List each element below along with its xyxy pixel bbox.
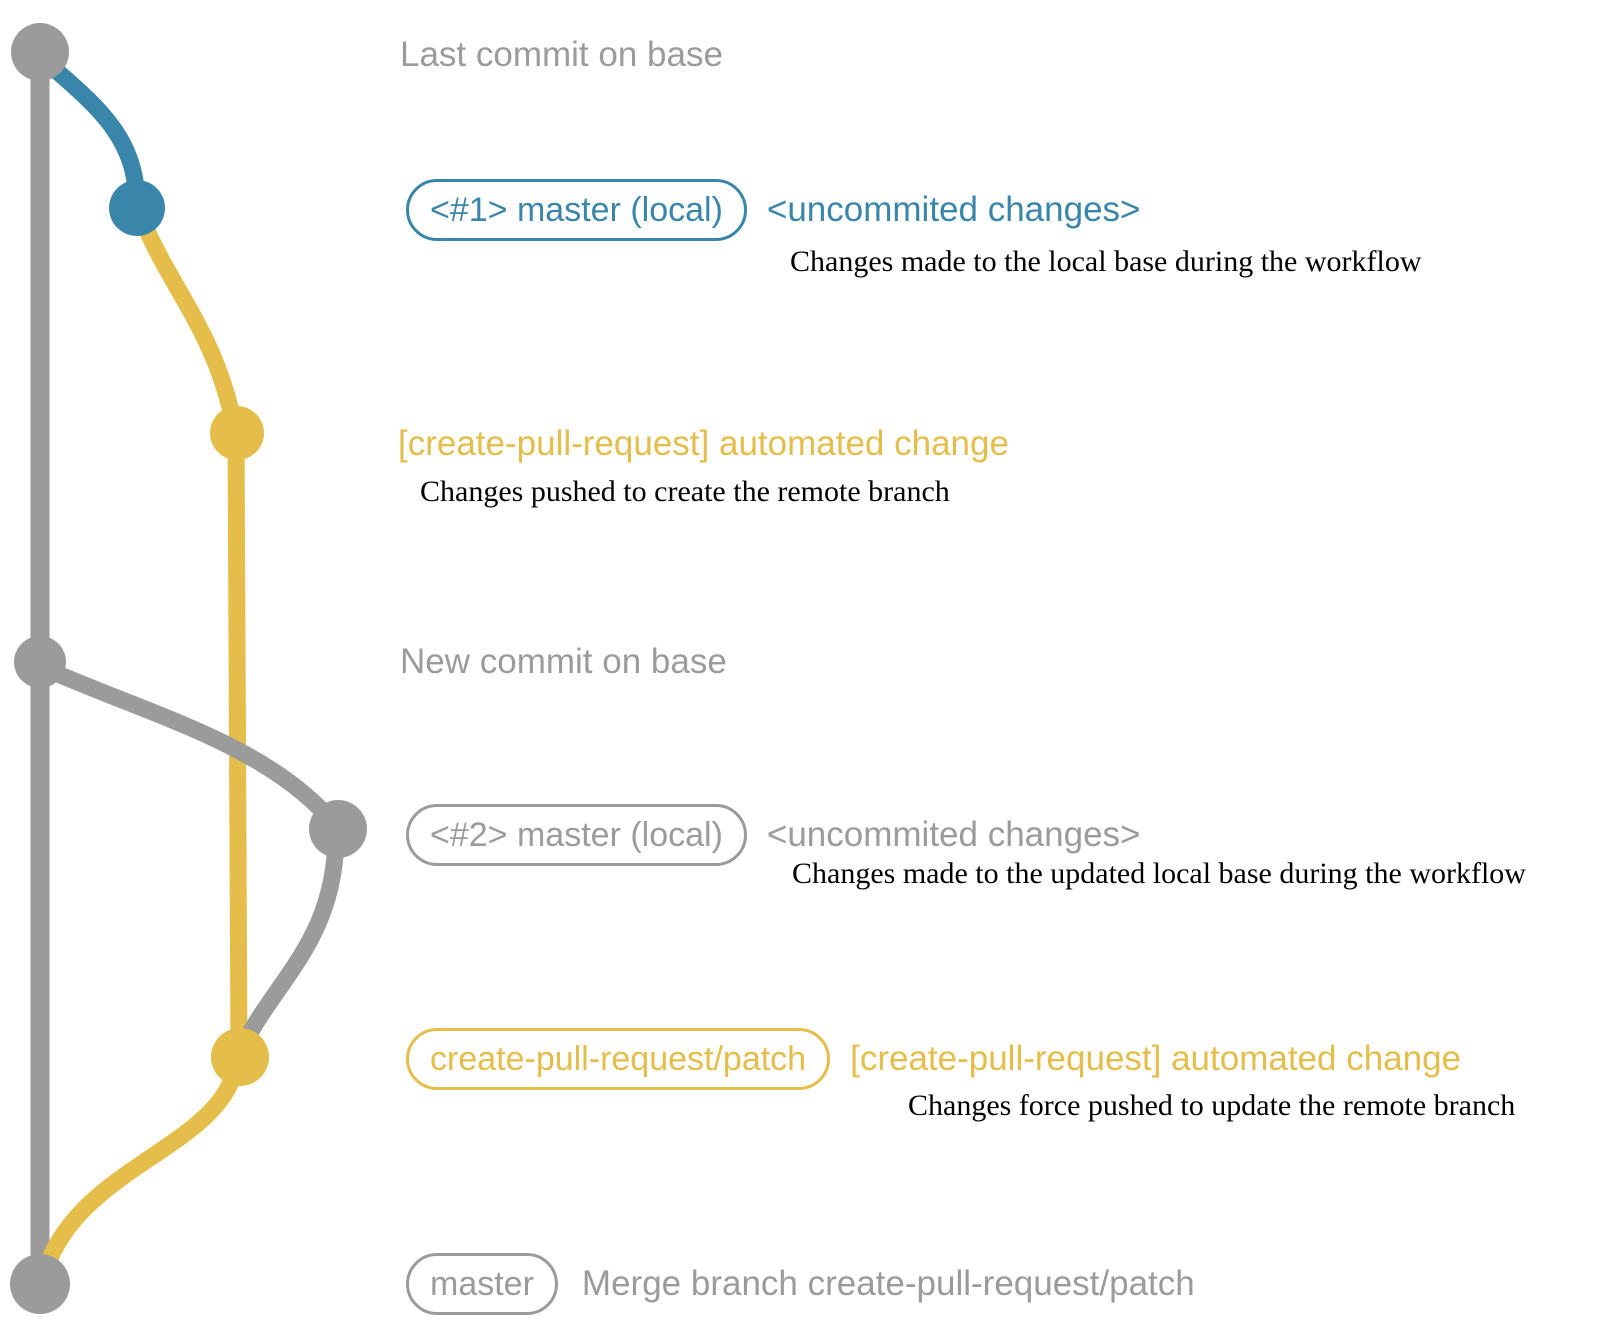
desc-updated-local-base-changes: Changes made to the updated local base d… bbox=[792, 857, 1526, 890]
desc-force-pushed-update-remote: Changes force pushed to update the remot… bbox=[908, 1089, 1516, 1122]
heading-automated-change-2: [create-pull-request] automated change bbox=[850, 1038, 1462, 1078]
edge-merge bbox=[33, 1052, 246, 1291]
heading-automated-change-1: [create-pull-request] automated change bbox=[398, 424, 1009, 463]
edge-local-1-branch bbox=[33, 49, 146, 215]
desc-local-base-changes-1: Changes made to the local base during th… bbox=[790, 245, 1422, 278]
commit-graph bbox=[10, 23, 367, 1314]
heading-uncommitted-changes-1: <uncommited changes> bbox=[766, 189, 1141, 229]
node-new-commit-on-base bbox=[14, 636, 66, 688]
node-master-local-2 bbox=[309, 800, 367, 858]
row-master-merge: master Merge branch create-pull-request/… bbox=[406, 1253, 1195, 1315]
row-patch-branch: create-pull-request/patch [create-pull-r… bbox=[406, 1028, 1461, 1090]
desc-pushed-create-remote: Changes pushed to create the remote bran… bbox=[420, 475, 950, 508]
badge-master: master bbox=[406, 1253, 558, 1315]
node-last-commit-on-base bbox=[11, 23, 69, 81]
row-master-local-1: <#1> master (local) <uncommited changes> bbox=[406, 179, 1140, 241]
label-last-commit-on-base: Last commit on base bbox=[400, 35, 723, 74]
node-master-local-1 bbox=[109, 180, 165, 236]
label-merge-branch: Merge branch create-pull-request/patch bbox=[581, 1263, 1195, 1303]
badge-create-pull-request-patch: create-pull-request/patch bbox=[406, 1028, 831, 1090]
edge-local-2-branch bbox=[35, 659, 345, 835]
row-master-local-2: <#2> master (local) <uncommited changes> bbox=[406, 804, 1140, 866]
node-patch-2 bbox=[211, 1028, 269, 1086]
label-new-commit-on-base: New commit on base bbox=[400, 642, 727, 681]
edge-patch-update bbox=[233, 825, 345, 1057]
heading-uncommitted-changes-2: <uncommited changes> bbox=[766, 814, 1141, 854]
badge-master-local-1: <#1> master (local) bbox=[406, 179, 747, 241]
node-patch-1 bbox=[210, 406, 264, 460]
edge-patch-branch bbox=[131, 205, 244, 439]
node-merge-commit bbox=[10, 1254, 70, 1314]
badge-master-local-2: <#2> master (local) bbox=[406, 804, 747, 866]
